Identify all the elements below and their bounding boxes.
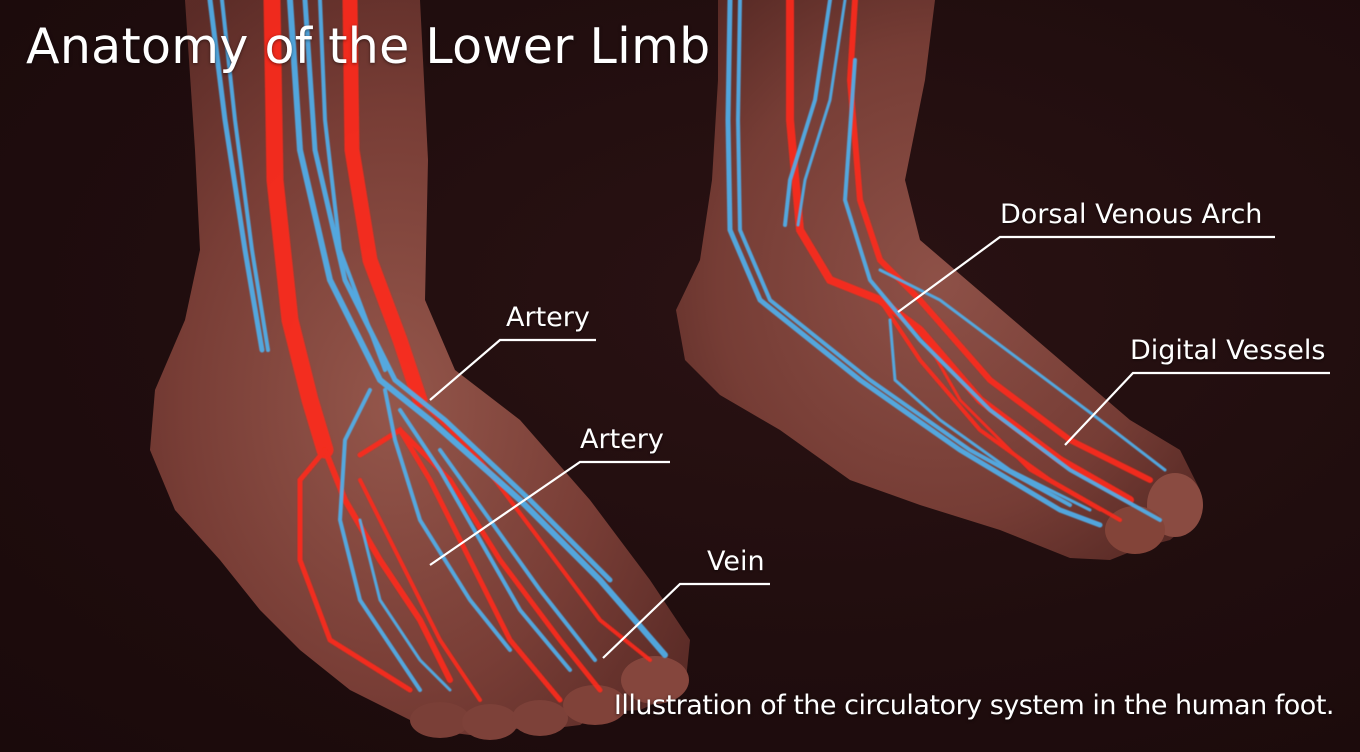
leader-line-digital-vessels <box>1064 371 1330 446</box>
leader-lines <box>429 235 1330 659</box>
label-vein: Vein <box>707 546 765 577</box>
right-foot <box>676 0 1203 560</box>
label-artery-upper: Artery <box>506 302 590 333</box>
label-dorsal-venous-arch: Dorsal Venous Arch <box>1000 199 1263 230</box>
left-foot <box>150 0 690 740</box>
label-artery-lower: Artery <box>580 424 664 455</box>
leader-line-dorsal-venous-arch <box>897 235 1275 313</box>
page-title: Anatomy of the Lower Limb <box>26 18 711 75</box>
leader-line-artery-upper <box>429 338 596 401</box>
label-digital-vessels: Digital Vessels <box>1130 335 1326 366</box>
leader-line-artery-lower <box>429 460 670 566</box>
figure-caption: Illustration of the circulatory system i… <box>613 690 1335 721</box>
leader-line-vein <box>602 582 770 659</box>
